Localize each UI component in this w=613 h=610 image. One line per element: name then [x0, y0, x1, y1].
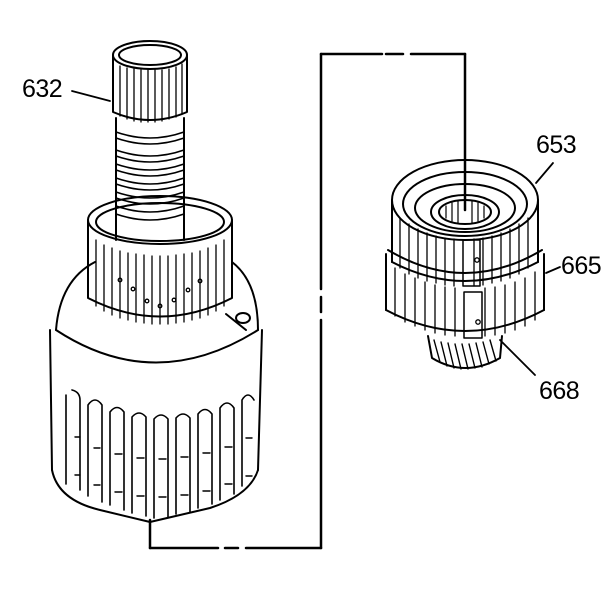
callout-label-653: 653 — [536, 131, 577, 159]
part-632-shaft-assembly — [49, 40, 263, 523]
leader-653 — [535, 162, 554, 184]
callout-label-632: 632 — [22, 75, 63, 103]
assembly-connector-line — [148, 52, 467, 550]
callout-label-665: 665 — [561, 252, 602, 280]
callout-label-668: 668 — [539, 377, 580, 405]
part-653-665-668-hub-assembly — [385, 159, 545, 370]
callout-leaders — [71, 90, 561, 376]
leader-665 — [545, 266, 561, 274]
leader-668 — [499, 339, 536, 376]
leader-632 — [71, 90, 111, 102]
